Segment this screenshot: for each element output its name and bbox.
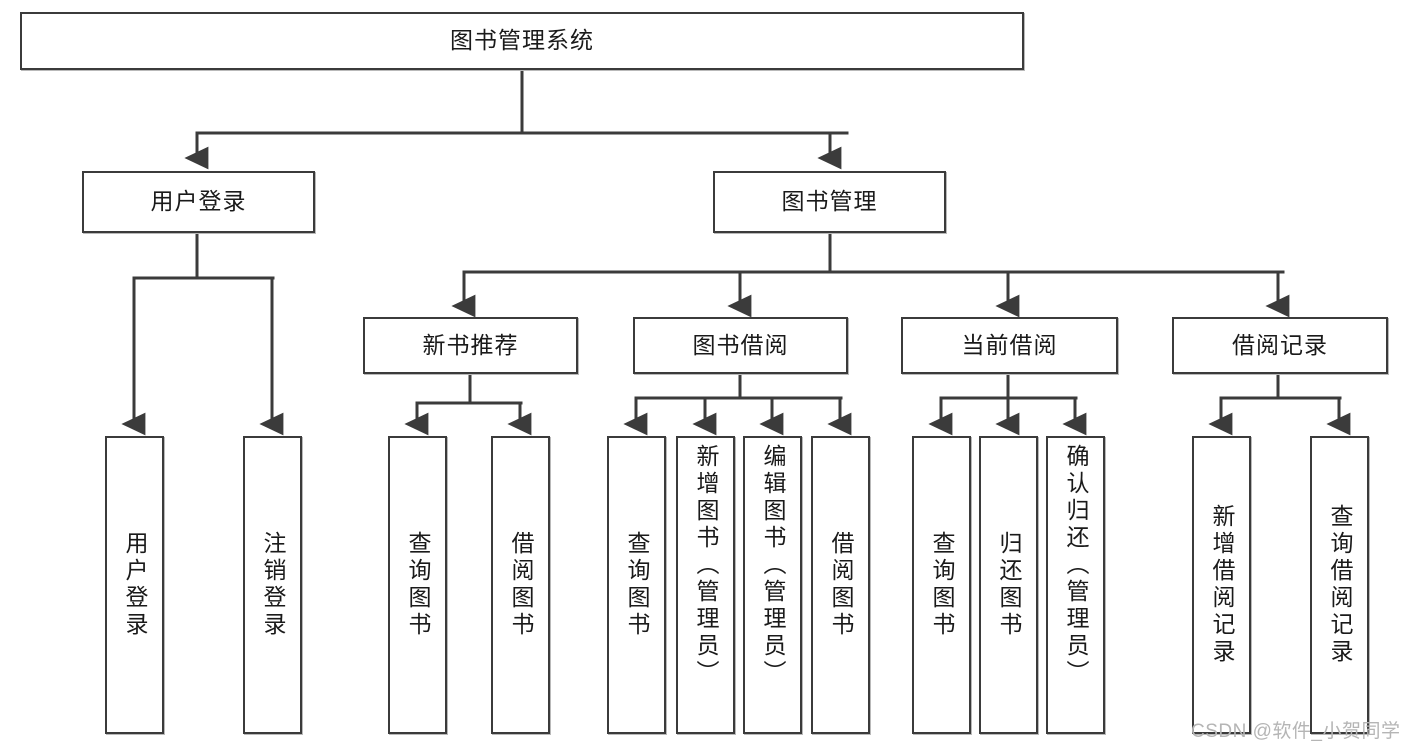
leaf-query-borrowing-record[interactable]: 查询借阅记录 (1310, 436, 1369, 734)
node-label: 图书借阅 (692, 331, 789, 358)
node-label: 归还图书 (996, 531, 1022, 639)
node-user-login[interactable]: 用户登录 (82, 171, 315, 233)
node-label: 新增图书（管理员） (693, 444, 719, 687)
node-current-borrowing[interactable]: 当前借阅 (901, 317, 1118, 374)
node-book-management[interactable]: 图书管理 (713, 171, 946, 233)
node-root-system[interactable]: 图书管理系统 (20, 12, 1024, 70)
leaf-add-book-admin[interactable]: 新增图书（管理员） (676, 436, 735, 734)
leaf-edit-book-admin[interactable]: 编辑图书（管理员） (743, 436, 802, 734)
leaf-query-book-recommendation[interactable]: 查询图书 (388, 436, 447, 734)
leaf-logout[interactable]: 注销登录 (243, 436, 302, 734)
leaf-user-login[interactable]: 用户登录 (105, 436, 164, 734)
node-label: 借阅记录 (1232, 331, 1328, 358)
node-label: 新书推荐 (422, 331, 519, 358)
leaf-query-book-current[interactable]: 查询图书 (912, 436, 971, 734)
leaf-confirm-return-admin[interactable]: 确认归还（管理员） (1046, 436, 1105, 734)
node-label: 借阅图书 (828, 531, 854, 639)
leaf-return-book[interactable]: 归还图书 (979, 436, 1038, 734)
node-book-borrowing[interactable]: 图书借阅 (633, 317, 848, 374)
node-borrowing-records[interactable]: 借阅记录 (1172, 317, 1388, 374)
node-label: 用户登录 (150, 188, 247, 215)
node-label: 查询借阅记录 (1327, 504, 1353, 666)
node-label: 注销登录 (260, 531, 286, 639)
leaf-borrow-book-recommendation[interactable]: 借阅图书 (491, 436, 550, 734)
node-label: 编辑图书（管理员） (760, 444, 786, 687)
leaf-add-borrowing-record[interactable]: 新增借阅记录 (1192, 436, 1251, 734)
node-label: 图书管理系统 (450, 27, 594, 54)
leaf-borrow-book-borrowing[interactable]: 借阅图书 (811, 436, 870, 734)
node-label: 查询图书 (405, 531, 431, 639)
node-label: 查询图书 (624, 531, 650, 639)
node-label: 新增借阅记录 (1209, 504, 1235, 666)
leaf-query-book-borrowing[interactable]: 查询图书 (607, 436, 666, 734)
node-label: 借阅图书 (508, 531, 534, 639)
node-new-book-recommendation[interactable]: 新书推荐 (363, 317, 578, 374)
node-label: 用户登录 (122, 531, 148, 639)
node-label: 图书管理 (781, 188, 878, 215)
node-label: 当前借阅 (961, 331, 1058, 358)
node-label: 确认归还（管理员） (1063, 444, 1089, 687)
node-label: 查询图书 (929, 531, 955, 639)
